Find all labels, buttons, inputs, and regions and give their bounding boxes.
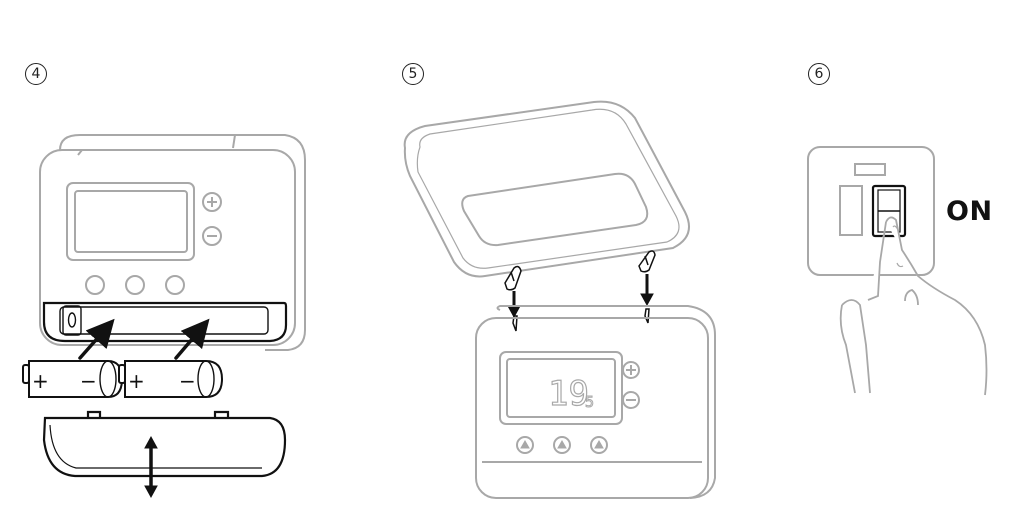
step-6-wall-switch <box>807 146 935 276</box>
step-5-clips <box>504 250 656 332</box>
step-6-number: 6 <box>808 63 830 85</box>
step-4-number: 4 <box>25 63 47 85</box>
battery-right-plus: + <box>128 369 145 393</box>
step-4-battery-compartment <box>42 301 288 343</box>
rocker-switch <box>871 184 907 238</box>
battery-left-plus: + <box>32 369 49 393</box>
step-4-insert-arrows <box>78 318 210 360</box>
step-4-cover-arrow <box>144 435 158 499</box>
step-5-front-cover <box>403 100 690 278</box>
on-label: ON <box>946 196 993 227</box>
step-5-attach-arrows <box>507 274 654 319</box>
step-4-thermostat <box>39 134 306 351</box>
hand-icon <box>839 216 988 396</box>
battery-right-minus: − <box>179 369 196 393</box>
step-4-battery-cover <box>42 410 287 478</box>
display-temperature-decimal: 5 <box>585 393 594 411</box>
display-temperature-main: 19 <box>548 374 589 414</box>
step-5-number: 5 <box>402 63 424 85</box>
battery-right <box>118 360 224 398</box>
battery-left-minus: − <box>80 369 97 393</box>
step-5-thermostat-base <box>475 305 716 499</box>
